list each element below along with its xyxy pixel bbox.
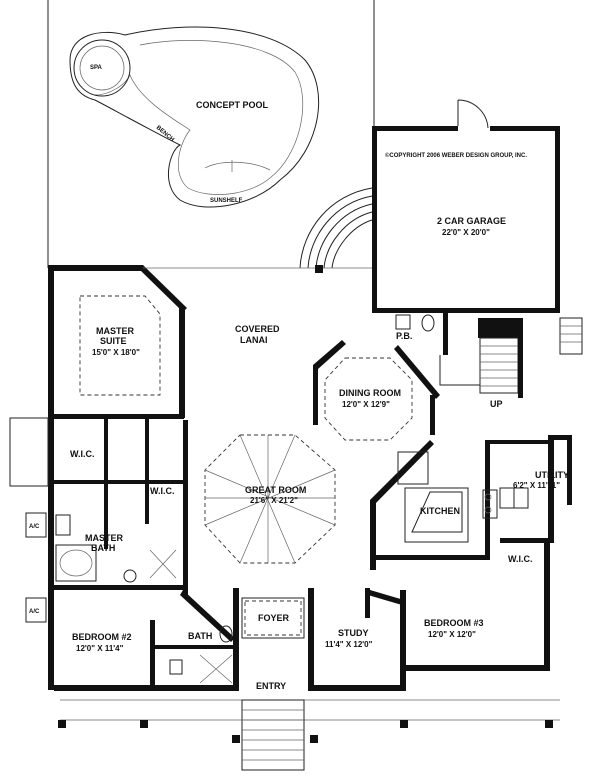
- master-suite-label-1: MASTER: [96, 326, 135, 336]
- great-room-label: GREAT ROOM: [245, 485, 306, 495]
- covered-lanai-label-2: LANAI: [240, 335, 268, 345]
- garage: [372, 99, 583, 355]
- bath-label: BATH: [188, 631, 212, 641]
- ac-pad-bottom: [25, 597, 47, 623]
- master-bath: [54, 419, 184, 590]
- kitchen-label: KITCHEN: [420, 506, 460, 516]
- master-suite-size: 15'0" X 18'0": [92, 348, 140, 357]
- utility-label: UTILITY: [535, 470, 569, 480]
- spa-label: SPA: [90, 65, 103, 71]
- sunshelf-label: SUNSHELF: [210, 198, 243, 204]
- copyright-text: ©COPYRIGHT 2006 WEBER DESIGN GROUP, INC.: [385, 152, 527, 159]
- dining-room-size: 12'0" X 12'9": [342, 400, 390, 409]
- master-suite: [54, 265, 187, 419]
- master-bath-label-2: BATH: [91, 543, 115, 553]
- concept-pool: [69, 26, 320, 208]
- great-room-size: 21'6" X 21'2": [250, 496, 298, 505]
- foyer-label: FOYER: [258, 613, 290, 623]
- master-suite-label-2: SUITE: [100, 336, 127, 346]
- bedroom-3-size: 12'0" X 12'0": [428, 630, 476, 639]
- study-size: 11'4" X 12'0": [325, 640, 373, 649]
- spa: [73, 39, 131, 97]
- bedroom-2-size: 12'0" X 11'4": [76, 644, 124, 653]
- pb-label: P.B.: [396, 331, 412, 341]
- study-label: STUDY: [338, 628, 369, 638]
- dining-room-label: DINING ROOM: [339, 388, 401, 398]
- bedroom-2-bath: [150, 620, 235, 685]
- garage-label: 2 CAR GARAGE: [437, 216, 506, 226]
- garage-size: 22'0" X 20'0": [442, 228, 490, 237]
- covered-lanai-label-1: COVERED: [235, 324, 280, 334]
- wic-left-label: W.I.C.: [70, 449, 95, 459]
- utility-size: 6'2" X 11'11": [513, 481, 560, 490]
- curved-steps: [299, 187, 373, 269]
- dining-room: [313, 340, 440, 441]
- ac-pad-top: [25, 512, 47, 538]
- wic-mid-label: W.I.C.: [150, 486, 175, 496]
- study-bedroom-3: [365, 588, 404, 618]
- utility: [490, 440, 550, 543]
- ac-bottom-label: A/C: [29, 609, 40, 615]
- bench-label: BENCH: [155, 125, 175, 143]
- master-bath-label-1: MASTER: [85, 533, 124, 543]
- up-label: UP: [490, 399, 503, 409]
- wic-right-label: W.I.C.: [508, 554, 533, 564]
- side-deck: [9, 417, 49, 487]
- kitchen: [370, 440, 498, 570]
- front-porch: [58, 699, 560, 771]
- powder-bath-area: [395, 313, 523, 398]
- lanai-column: [315, 265, 323, 273]
- ac-top-label: A/C: [29, 524, 40, 530]
- foyer: [241, 597, 305, 639]
- bedroom-2-label: BEDROOM #2: [72, 632, 132, 642]
- entry-label: ENTRY: [256, 681, 286, 691]
- bedroom-3-label: BEDROOM #3: [424, 618, 484, 628]
- outer-walls: [48, 265, 572, 691]
- concept-pool-label: CONCEPT POOL: [196, 100, 269, 110]
